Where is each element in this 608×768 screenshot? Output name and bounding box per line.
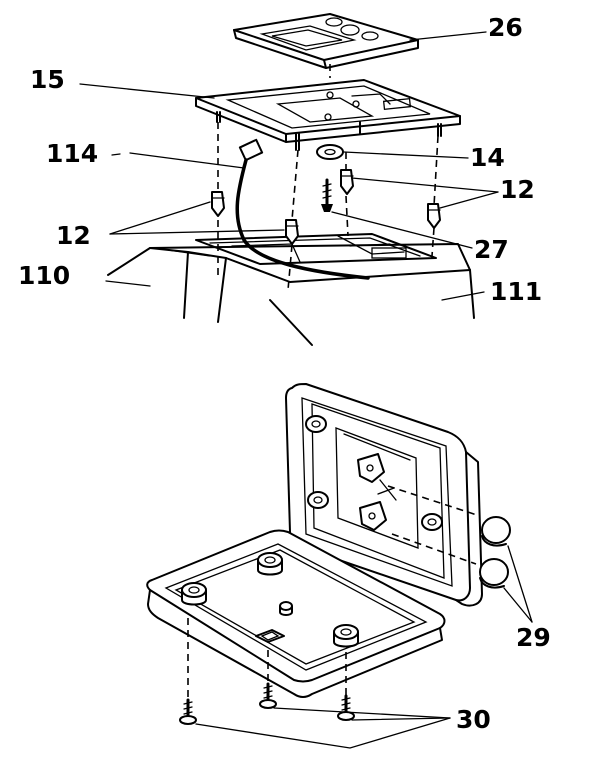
peg-left-inner: [285, 219, 299, 245]
leader-lines-top: [79, 31, 499, 301]
tapping-screw-center: [259, 682, 277, 709]
label-part-14: 14: [470, 143, 505, 172]
peg-right-inner: [340, 169, 354, 195]
label-part-29: 29: [516, 623, 551, 652]
label-part-114: 114: [46, 139, 98, 168]
label-part-26: 26: [488, 13, 523, 42]
tapping-screw-right: [337, 694, 355, 721]
label-part-111: 111: [490, 277, 542, 306]
peg-right-outer: [427, 203, 441, 229]
peg-left-outer: [211, 191, 225, 217]
top-cover: [233, 13, 419, 69]
leader-lines-bottom: [195, 545, 533, 749]
label-part-30: 30: [456, 705, 491, 734]
tapping-screw-left: [179, 698, 197, 725]
hinged-lid: [285, 383, 483, 607]
rubber-bumper-upper: [481, 516, 511, 547]
label-part-15: 15: [30, 65, 65, 94]
label-part-12-right: 12: [500, 175, 535, 204]
base-tray: [146, 529, 446, 698]
rubber-bumper-lower: [479, 558, 509, 589]
assembly-lines-top: [217, 64, 439, 291]
label-part-27: 27: [474, 235, 509, 264]
bezel-plate: [195, 79, 461, 151]
label-part-110: 110: [18, 261, 70, 290]
small-screw: [321, 178, 333, 212]
assembly-lines-bottom: [187, 618, 347, 700]
washer: [316, 144, 344, 160]
wire-harness: [235, 138, 370, 280]
label-part-12-left: 12: [56, 221, 91, 250]
